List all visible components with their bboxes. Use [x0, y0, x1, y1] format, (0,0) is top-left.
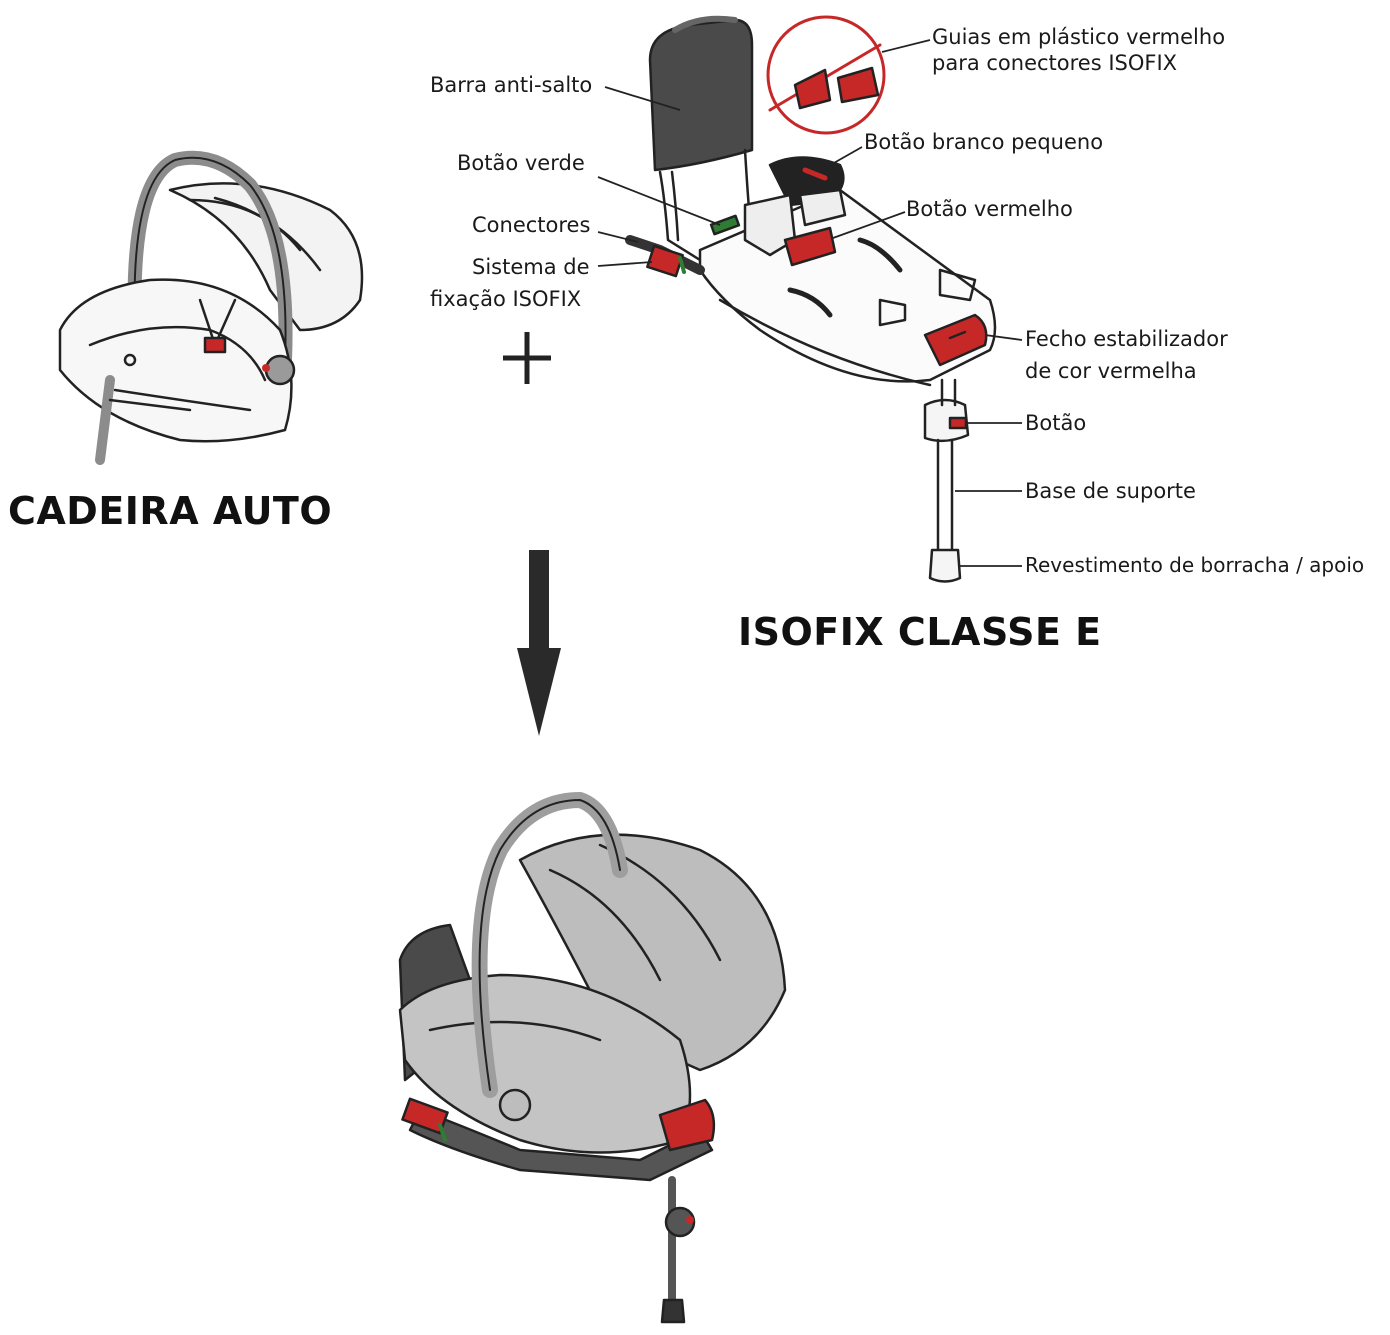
label-barra-anti-salto: Barra anti-salto — [430, 73, 593, 97]
label-sistema-fixacao-line1: Sistema de — [472, 255, 590, 279]
car-seat-illustration — [58, 150, 364, 465]
label-base-suporte: Base de suporte — [1025, 479, 1196, 503]
assembled-seat-illustration — [398, 792, 787, 1324]
isofix-base-illustration — [625, 15, 997, 583]
label-fecho-line1: Fecho estabilizador — [1025, 327, 1228, 351]
label-guias-line1: Guias em plástico vermelho — [932, 25, 1226, 49]
leader-lines — [597, 39, 1023, 567]
down-arrow-icon — [517, 550, 561, 736]
label-botao-vermelho: Botão vermelho — [906, 197, 1073, 221]
plus-icon — [503, 332, 551, 384]
label-botao-verde: Botão verde — [457, 151, 585, 175]
car-seat-title: CADEIRA AUTO — [8, 489, 333, 533]
label-guias-line2: para conectores ISOFIX — [932, 51, 1178, 75]
isofix-title: ISOFIX CLASSE E — [738, 610, 1102, 654]
label-sistema-fixacao-line2: fixação ISOFIX — [430, 287, 582, 311]
label-botao: Botão — [1025, 411, 1087, 435]
label-botao-branco: Botão branco pequeno — [864, 130, 1104, 154]
label-fecho-line2: de cor vermelha — [1025, 359, 1197, 383]
label-conectores: Conectores — [472, 213, 591, 237]
label-revestimento: Revestimento de borracha / apoio — [1025, 553, 1365, 577]
